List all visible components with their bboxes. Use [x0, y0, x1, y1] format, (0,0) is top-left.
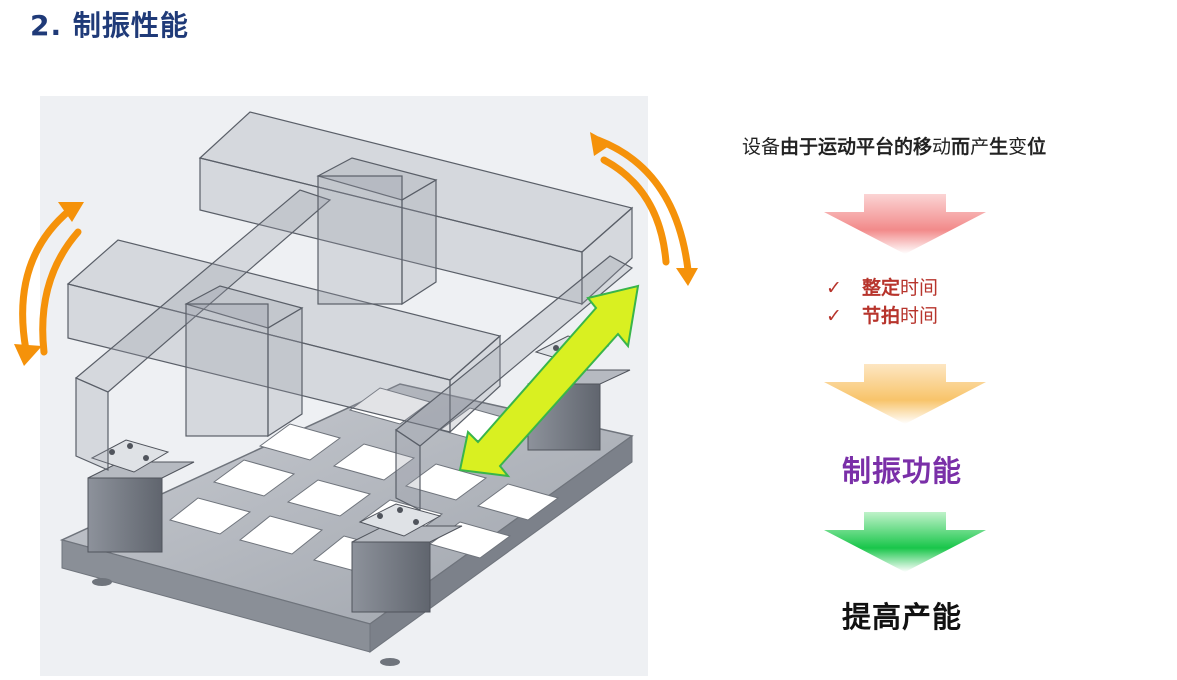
motion-stage [66, 111, 634, 511]
down-arrow-green [824, 512, 986, 572]
swing-arrow-right [590, 132, 698, 286]
swing-arrow-left [14, 202, 84, 366]
machine-illustration [0, 90, 700, 676]
list-item: ✓整定时间 [826, 274, 938, 302]
benefit-list: ✓整定时间 ✓节拍时间 [826, 274, 938, 330]
motion-arrow [458, 284, 640, 478]
down-arrow-orange [824, 364, 986, 424]
check-icon: ✓ [826, 305, 842, 327]
function-label: 制振功能 [842, 454, 963, 488]
machine-svg [14, 96, 698, 676]
slide-title: 2. 制振性能 [30, 9, 189, 42]
intro-text: 设备由于运动平台的移动而产生变位 [742, 136, 1047, 158]
result-label: 提高产能 [842, 600, 963, 634]
down-arrow-red [824, 194, 986, 254]
check-icon: ✓ [826, 277, 842, 299]
list-item: ✓节拍时间 [826, 302, 938, 330]
